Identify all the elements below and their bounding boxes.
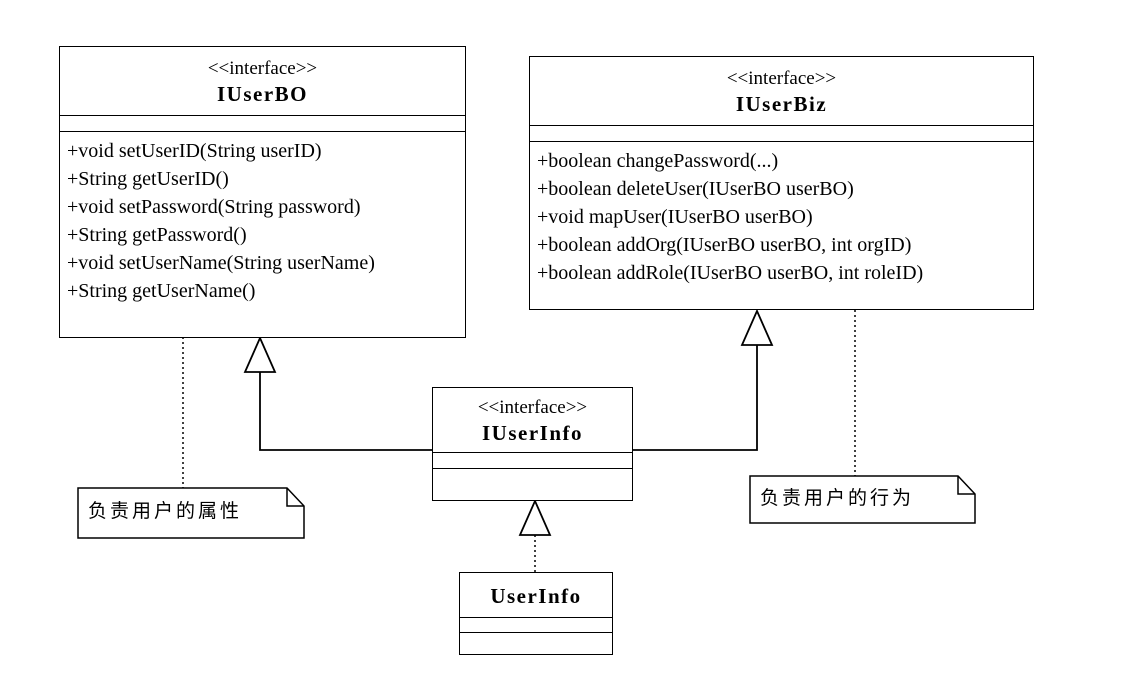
operation-item: +boolean deleteUser(IUserBO userBO) bbox=[537, 178, 854, 200]
operation-item: +String getUserName() bbox=[67, 280, 256, 302]
operation-item: +String getPassword() bbox=[67, 224, 247, 246]
class-header-iuserinfo: <<interface>> IUserInfo bbox=[433, 388, 632, 453]
class-box-iuserbo[interactable]: <<interface>> IUserBO +void setUserID(St… bbox=[59, 46, 466, 338]
realization-arrowhead-iuserinfo bbox=[518, 498, 552, 536]
class-box-iuserbiz[interactable]: <<interface>> IUserBiz +boolean changePa… bbox=[529, 56, 1034, 310]
generalization-line-iuserinfo-to-iuserbo bbox=[259, 372, 432, 451]
class-header-userinfo: UserInfo bbox=[460, 573, 612, 618]
operation-item: +boolean addOrg(IUserBO userBO, int orgI… bbox=[537, 234, 912, 256]
operation-item: +boolean addRole(IUserBO userBO, int rol… bbox=[537, 262, 924, 284]
operations-compartment-iuserbo: +void setUserID(String userID) +String g… bbox=[60, 132, 465, 310]
generalization-arrowhead-iuserbiz bbox=[740, 308, 774, 346]
stereotype-label: <<interface>> bbox=[477, 397, 588, 418]
operation-item: +boolean changePassword(...) bbox=[537, 150, 779, 172]
attributes-compartment-iuserbo bbox=[60, 116, 465, 132]
attributes-compartment-iuserbiz bbox=[530, 126, 1033, 142]
operations-compartment-iuserbiz: +boolean changePassword(...) +boolean de… bbox=[530, 142, 1033, 292]
stereotype-label: <<interface>> bbox=[207, 58, 318, 79]
class-header-iuserbiz: <<interface>> IUserBiz bbox=[530, 57, 1033, 126]
operations-compartment-iuserinfo bbox=[433, 469, 632, 484]
generalization-line-iuserinfo-to-iuserbiz bbox=[633, 345, 758, 451]
note-fold-right bbox=[957, 476, 975, 495]
note-right[interactable]: 负责用户的行为 bbox=[750, 476, 958, 523]
note-shape-left bbox=[77, 487, 305, 539]
class-header-iuserbo: <<interface>> IUserBO bbox=[60, 47, 465, 116]
note-left[interactable]: 负责用户的属性 bbox=[78, 488, 287, 538]
operation-item: +void setUserName(String userName) bbox=[67, 252, 375, 274]
operation-item: +void mapUser(IUserBO userBO) bbox=[537, 206, 813, 228]
generalization-arrowhead-iuserbo bbox=[243, 335, 277, 373]
stereotype-label: <<interface>> bbox=[726, 68, 837, 89]
attributes-compartment-iuserinfo bbox=[433, 453, 632, 469]
operation-item: +void setUserID(String userID) bbox=[67, 140, 322, 162]
class-box-iuserinfo[interactable]: <<interface>> IUserInfo bbox=[432, 387, 633, 501]
class-box-userinfo[interactable]: UserInfo bbox=[459, 572, 613, 655]
note-shape-right bbox=[749, 475, 976, 524]
class-name-iuserbiz: IUserBiz bbox=[735, 92, 828, 116]
operation-item: +String getUserID() bbox=[67, 168, 229, 190]
class-name-iuserinfo: IUserInfo bbox=[482, 421, 583, 445]
attributes-compartment-userinfo bbox=[460, 618, 612, 633]
operation-item: +void setPassword(String password) bbox=[67, 196, 361, 218]
class-name-userinfo: UserInfo bbox=[490, 584, 582, 608]
note-fold-left bbox=[286, 488, 304, 507]
note-text-left: 负责用户的属性 bbox=[88, 500, 243, 522]
operations-compartment-userinfo bbox=[460, 633, 612, 648]
class-name-iuserbo: IUserBO bbox=[217, 82, 308, 106]
note-text-right: 负责用户的行为 bbox=[760, 487, 915, 509]
